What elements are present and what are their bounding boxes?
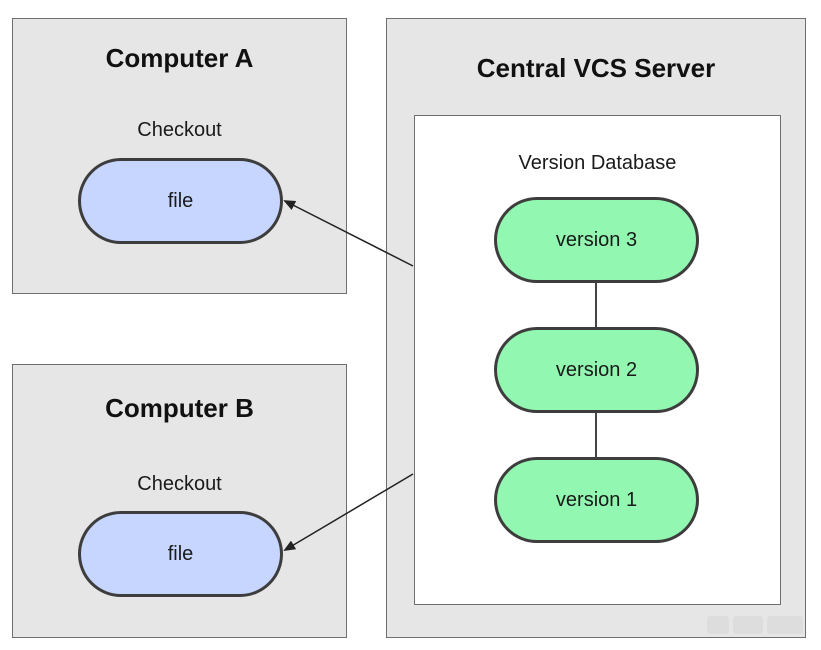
- central-vcs-server-panel: Central VCS Server Version Database: [386, 18, 806, 638]
- version-2-label: version 2: [555, 358, 638, 381]
- computer-b-file-node: file: [78, 511, 283, 597]
- version-1-node: version 1: [494, 457, 699, 543]
- computer-b-title: Computer B: [105, 393, 254, 423]
- computer-a-panel: Computer A Checkout file: [12, 18, 347, 294]
- version-3-node: version 3: [494, 197, 699, 283]
- version-1-label: version 1: [555, 488, 638, 511]
- computer-b-panel: Computer B Checkout file: [12, 364, 347, 638]
- version-database-label: Version Database: [518, 152, 677, 174]
- watermark-mark: [707, 616, 807, 638]
- version-3-label: version 3: [555, 228, 638, 251]
- computer-a-checkout-label: Checkout: [137, 119, 222, 141]
- version-2-node: version 2: [494, 327, 699, 413]
- computer-a-file-label: file: [167, 189, 194, 212]
- server-title: Central VCS Server: [476, 53, 716, 83]
- computer-b-checkout-label: Checkout: [137, 473, 222, 495]
- computer-a-title: Computer A: [105, 43, 254, 73]
- computer-b-file-label: file: [167, 542, 194, 565]
- computer-a-file-node: file: [78, 158, 283, 244]
